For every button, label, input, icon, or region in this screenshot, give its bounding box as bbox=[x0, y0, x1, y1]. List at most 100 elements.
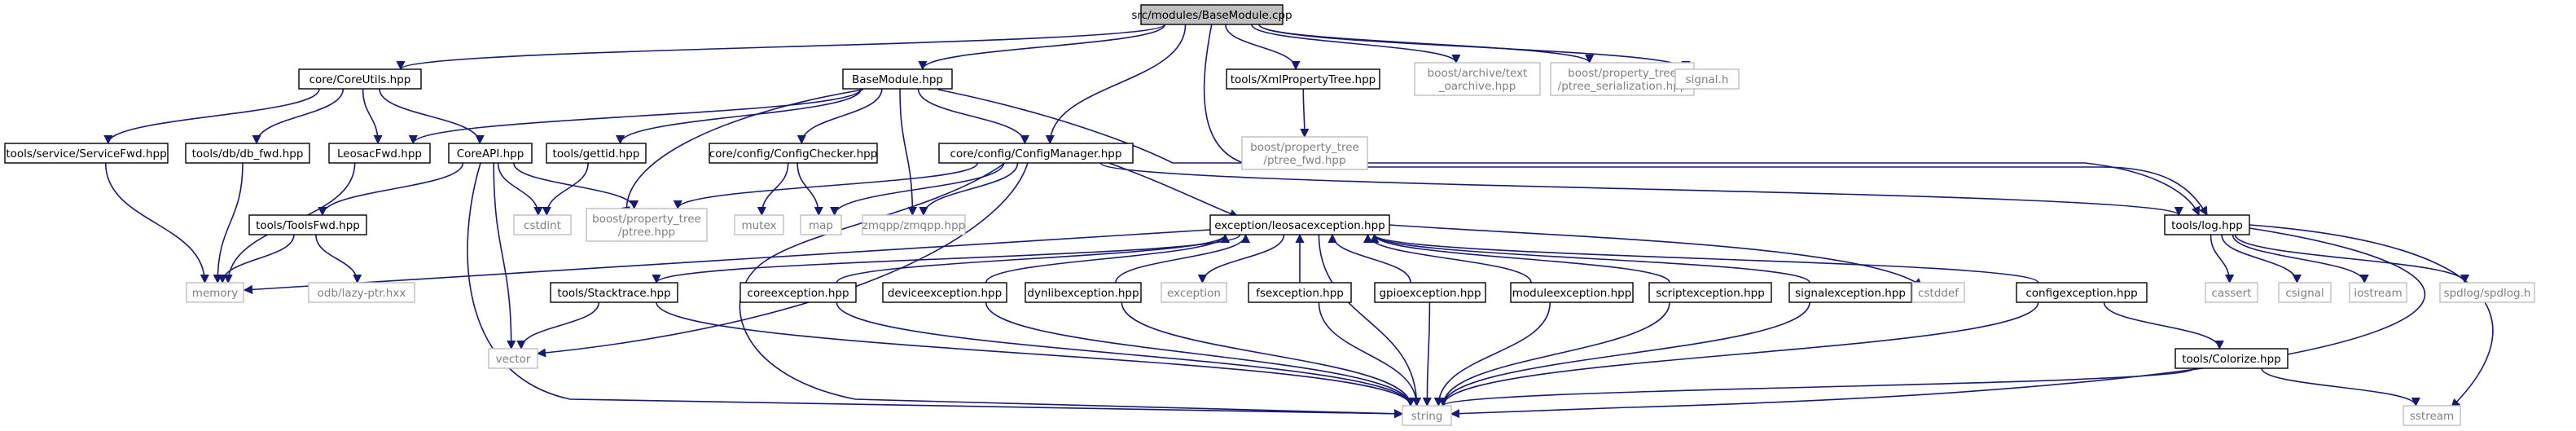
node-label-coreexc: coreexception.hpp bbox=[747, 287, 849, 300]
node-label-cstdint: cstdint bbox=[524, 219, 561, 232]
node-box-sstream bbox=[2403, 405, 2461, 426]
node-spdlog: spdlog/spdlog.h bbox=[2439, 282, 2535, 303]
node-servicefwd[interactable]: tools/service/ServiceFwd.hpp bbox=[4, 143, 169, 164]
node-ptreeser: boost/property_tree/ptree_serialization.… bbox=[1550, 62, 1695, 96]
node-zmqpp: zmqpp/zmqpp.hpp bbox=[862, 214, 966, 235]
edge-stacktrace-to-string bbox=[656, 301, 1415, 407]
node-box-vector bbox=[488, 348, 538, 369]
node-label-colorize: tools/Colorize.hpp bbox=[2182, 353, 2281, 366]
node-box-lazyptr bbox=[308, 282, 415, 303]
edge-coreutils-to-leosacfwd bbox=[362, 88, 383, 145]
edge-toolsfwd-to-memory bbox=[217, 234, 295, 284]
node-label-ptree: boost/property_tree bbox=[592, 213, 701, 226]
node-coreutils[interactable]: core/CoreUtils.hpp bbox=[298, 68, 422, 90]
edge-basemodule-to-leosacfwd bbox=[408, 88, 862, 145]
node-label-memory: memory bbox=[192, 287, 238, 300]
node-leosacfwd[interactable]: LeosacFwd.hpp bbox=[328, 143, 431, 164]
node-configmanager[interactable]: core/config/ConfigManager.hpp bbox=[938, 143, 1134, 164]
node-layer: src/modules/BaseModule.cpp core/CoreUtils… bbox=[4, 4, 2535, 426]
node-gettid[interactable]: tools/gettid.hpp bbox=[546, 143, 647, 164]
node-label-gpioexc: gpioexception.hpp bbox=[1379, 287, 1481, 300]
node-label-moduleexc: moduleexception.hpp bbox=[1512, 287, 1632, 300]
node-label-ptreefwd: /ptree_fwd.hpp bbox=[1263, 154, 1345, 167]
node-box-root bbox=[1140, 4, 1284, 25]
node-label-toolslog: tools/log.hpp bbox=[2171, 219, 2243, 232]
node-label-coreapi: CoreAPI.hpp bbox=[457, 147, 524, 161]
node-dynlibexc[interactable]: dynlibexception.hpp bbox=[1025, 282, 1142, 303]
edge-basemodule-to-gettid bbox=[616, 88, 862, 145]
node-box-deviceexc bbox=[882, 282, 1007, 303]
node-label-string: string bbox=[1411, 410, 1443, 423]
edge-basemodule-to-ptree bbox=[621, 89, 864, 217]
edge-coreapi-to-vector bbox=[493, 162, 516, 350]
edge-toolslog-to-spdlog bbox=[2234, 234, 2469, 284]
edge-colorize-to-sstream bbox=[2261, 367, 2420, 407]
node-basemodule[interactable]: BaseModule.hpp bbox=[842, 68, 953, 90]
edge-basemodule-to-toolslog bbox=[937, 89, 2201, 217]
edge-coreutils-to-coreapi bbox=[379, 88, 485, 145]
edge-configchecker-to-map bbox=[796, 162, 823, 217]
node-label-signalh: signal.h bbox=[1686, 73, 1729, 86]
node-label-ptreeser: /ptree_serialization.hpp bbox=[1558, 80, 1687, 93]
node-colorize[interactable]: tools/Colorize.hpp bbox=[2174, 348, 2289, 369]
node-box-zmqpp bbox=[862, 214, 966, 235]
node-label-archive: _oarchive.hpp bbox=[1438, 80, 1516, 93]
node-coreapi[interactable]: CoreAPI.hpp bbox=[448, 143, 533, 164]
node-box-gettid bbox=[546, 143, 647, 164]
node-ptree: boost/property_tree/ptree.hpp bbox=[586, 208, 708, 242]
node-cstddef: cstddef bbox=[1911, 282, 1965, 303]
node-box-map bbox=[800, 214, 842, 235]
edge-coreexc-to-string bbox=[836, 301, 1415, 407]
node-label-ptreeser: boost/property_tree bbox=[1568, 67, 1677, 80]
node-label-servicefwd: tools/service/ServiceFwd.hpp bbox=[6, 147, 166, 161]
node-root[interactable]: src/modules/BaseModule.cpp bbox=[1131, 4, 1292, 25]
edge-root-to-basemodule bbox=[918, 24, 1165, 71]
node-deviceexc[interactable]: deviceexception.hpp bbox=[882, 282, 1007, 303]
edge-root-to-xmlprop bbox=[1225, 24, 1301, 71]
node-archive: boost/archive/text_oarchive.hpp bbox=[1414, 62, 1541, 96]
node-configchecker[interactable]: core/config/ConfigChecker.hpp bbox=[709, 143, 878, 164]
node-box-moduleexc bbox=[1510, 282, 1634, 303]
node-label-ptree: /ptree.hpp bbox=[618, 226, 675, 239]
node-box-coreapi bbox=[448, 143, 533, 164]
node-gpioexc[interactable]: gpioexception.hpp bbox=[1374, 282, 1486, 303]
node-label-lazyptr: odb/lazy-ptr.hxx bbox=[318, 287, 406, 300]
node-label-leosacfwd: LeosacFwd.hpp bbox=[337, 147, 422, 161]
node-box-mutex bbox=[734, 214, 784, 235]
edge-layer bbox=[103, 23, 2494, 419]
node-stacktrace[interactable]: tools/Stacktrace.hpp bbox=[550, 282, 678, 303]
edge-configmanager-to-vector bbox=[536, 162, 1029, 358]
edge-configmanager-to-map bbox=[830, 162, 1005, 217]
node-box-coreutils bbox=[298, 68, 422, 90]
node-toolsfwd[interactable]: tools/ToolsFwd.hpp bbox=[248, 214, 367, 235]
node-label-configchecker: core/config/ConfigChecker.hpp bbox=[709, 147, 878, 161]
edge-dbfwd-to-memory bbox=[213, 162, 244, 284]
node-leosacexc[interactable]: exception/leosacexception.hpp bbox=[1209, 214, 1390, 235]
node-coreexc[interactable]: coreexception.hpp bbox=[739, 282, 857, 303]
edge-leosacexc-to-memory bbox=[243, 229, 1211, 294]
edge-dynlibexc-to-leosacexc bbox=[1115, 233, 1251, 284]
node-box-coreexc bbox=[739, 282, 857, 303]
node-toolslog[interactable]: tools/log.hpp bbox=[2164, 214, 2250, 235]
node-dbfwd[interactable]: tools/db/db_fwd.hpp bbox=[185, 143, 310, 164]
node-memory: memory bbox=[186, 282, 244, 303]
node-box-iostream bbox=[2349, 282, 2407, 303]
node-mutex: mutex bbox=[734, 214, 784, 235]
edge-root-to-coreutils bbox=[396, 24, 1165, 71]
edge-configchecker-to-mutex bbox=[757, 162, 789, 217]
node-box-leosacfwd bbox=[328, 143, 431, 164]
node-configexc[interactable]: configexception.hpp bbox=[2016, 282, 2148, 303]
edge-moduleexc-to-string bbox=[1433, 301, 1551, 407]
node-signalexc[interactable]: signalexception.hpp bbox=[1788, 282, 1912, 303]
node-xmlprop[interactable]: tools/XmlPropertyTree.hpp bbox=[1226, 68, 1380, 90]
edge-coreapi-to-cstdint bbox=[497, 162, 543, 217]
node-scriptexc[interactable]: scriptexception.hpp bbox=[1648, 282, 1772, 303]
node-box-scriptexc bbox=[1648, 282, 1772, 303]
node-box-cassert bbox=[2205, 282, 2258, 303]
node-box-ptreeser bbox=[1550, 62, 1695, 96]
node-box-spdlog bbox=[2439, 282, 2535, 303]
node-moduleexc[interactable]: moduleexception.hpp bbox=[1510, 282, 1634, 303]
node-fsexc[interactable]: fsexception.hpp bbox=[1248, 282, 1352, 303]
node-box-fsexc bbox=[1248, 282, 1352, 303]
node-label-signalexc: signalexception.hpp bbox=[1795, 287, 1906, 300]
